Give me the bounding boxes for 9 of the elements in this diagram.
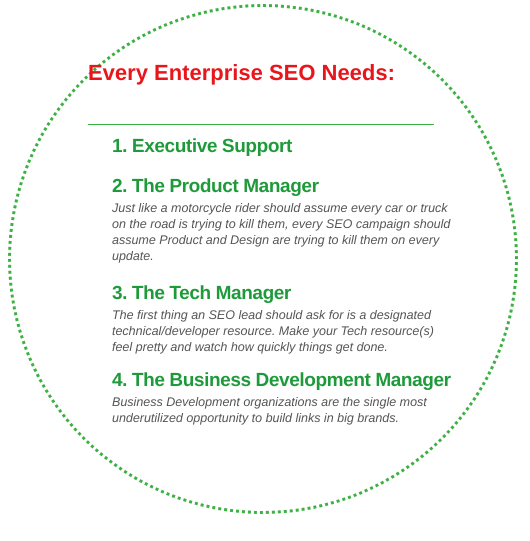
item-description: The first thing an SEO lead should ask for is a designated technical/developer resource. Make your Tech resource(s) feel pretty and watch how quickly things get done. — [112, 307, 435, 355]
item-description: Business Development organizations are the single most underutilized opportunity to build links in big brands. — [112, 394, 428, 426]
item-heading: 3. The Tech Manager — [112, 283, 292, 305]
item-heading: 2. The Product Manager — [112, 176, 320, 198]
heading: Every Enterprise SEO Needs: — [88, 60, 395, 86]
item-description: Just like a motorcycle rider should assume every car or truck on the road is trying to kill them, every SEO campaign should assume Product and Design are trying to kill them on every update. — [112, 200, 452, 264]
item-heading: 4. The Business Development Manager — [112, 370, 452, 392]
item-heading: 1. Executive Support — [112, 136, 294, 158]
dotted-circle — [8, 4, 518, 514]
